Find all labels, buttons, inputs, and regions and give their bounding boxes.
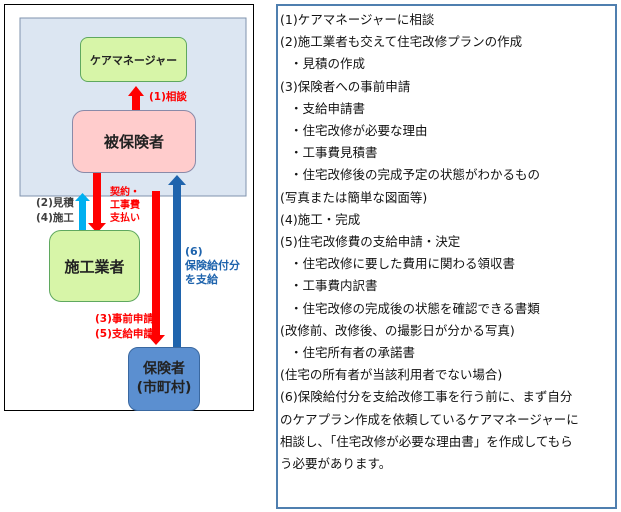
care-manager-label: ケアマネージャー xyxy=(89,53,178,67)
step-line: (1)ケアマネージャーに相談 xyxy=(280,12,435,27)
steps-textbox: (1)ケアマネージャーに相談 (2)施工業者も交えて住宅改修プランの作成・見積の作… xyxy=(276,4,617,509)
insurer-label-line2: (市町村) xyxy=(136,380,192,396)
step-line: ・住宅改修が必要な理由 xyxy=(290,123,428,139)
step-line: ・住宅改修後の完成予定の状態がわかるもの xyxy=(290,167,541,183)
contract-payment-arrow xyxy=(88,173,106,233)
step-line: (2)施工業者も交えて住宅改修プランの作成 xyxy=(280,34,523,50)
step-line: ・住宅所有者の承諾書 xyxy=(290,345,416,361)
step-line: ・工事費見積書 xyxy=(290,145,378,161)
contractor-label: 施工業者 xyxy=(64,257,125,276)
step-line: ・工事費内訳書 xyxy=(290,278,378,294)
contract-label-line1: 契約・ xyxy=(110,187,140,198)
consult-arrow xyxy=(128,86,144,112)
step-line: ・住宅改修に要した費用に関わる領収書 xyxy=(290,256,516,272)
benefit-label-line1: 保険給付分 xyxy=(185,259,240,272)
steps-list: (1)ケアマネージャーに相談 (2)施工業者も交えて住宅改修プランの作成・見積の作… xyxy=(280,9,615,475)
step-line: (3)保険者への事前申請 xyxy=(280,78,411,94)
step-line: (5)住宅改修費の支給申請・決定 xyxy=(280,234,461,250)
flow-diagram: ケアマネージャー 被保険者 施工業者 保険者 (市町村) (1)相談 (2)見積… xyxy=(4,4,254,411)
contract-payment-label: 契約・ 工事費 支払い xyxy=(110,186,140,225)
insured-label: 被保険者 xyxy=(103,133,164,151)
contract-label-line3: 支払い xyxy=(110,213,140,224)
step-line: (改修前、改修後、の撮影日が分かる写真) xyxy=(280,322,515,338)
insurer-node: 保険者 (市町村) xyxy=(128,347,200,411)
step-line: (6)保険給付分を支給改修工事を行う前に、まず自分 xyxy=(280,389,573,405)
step-line: う必要があります。 xyxy=(280,456,392,472)
estimate-label: (2)見積 xyxy=(36,197,74,209)
contractor-node: 施工業者 xyxy=(49,230,140,302)
benefit-label: (6) 保険給付分 を支給 xyxy=(185,245,240,287)
step-line: (住宅の所有者が当該利用者でない場合) xyxy=(280,367,503,383)
construction-label: (4)施工 xyxy=(36,212,74,224)
estimate-arrow xyxy=(75,193,90,235)
benefit-arrow xyxy=(168,175,186,348)
step-line: 相談し、「住宅改修が必要な理由書」を作成してもら xyxy=(280,433,573,449)
step-line: のケアプラン作成を依頼しているケアマネージャーに xyxy=(280,411,579,427)
benefit-label-num: (6) xyxy=(185,245,203,258)
benefit-label-line2: を支給 xyxy=(185,273,218,286)
step-line: (写真または簡単な図面等) xyxy=(280,189,428,205)
application-arrow xyxy=(147,191,165,345)
step-line: ・支給申請書 xyxy=(290,100,366,116)
step-line: ・見積の作成 xyxy=(290,56,366,72)
insurer-label-line1: 保険者 xyxy=(143,361,185,377)
insured-node: 被保険者 xyxy=(72,110,196,173)
consult-label: (1)相談 xyxy=(149,91,187,103)
step-line: (4)施工・完成 xyxy=(280,211,361,227)
prior-application-label: (3)事前申請 xyxy=(95,313,154,325)
payment-application-label: (5)支給申請 xyxy=(95,328,154,340)
care-manager-node: ケアマネージャー xyxy=(80,37,187,82)
contract-label-line2: 工事費 xyxy=(110,200,140,211)
step-line: ・住宅改修の完成後の状態を確認できる書類 xyxy=(290,300,540,316)
